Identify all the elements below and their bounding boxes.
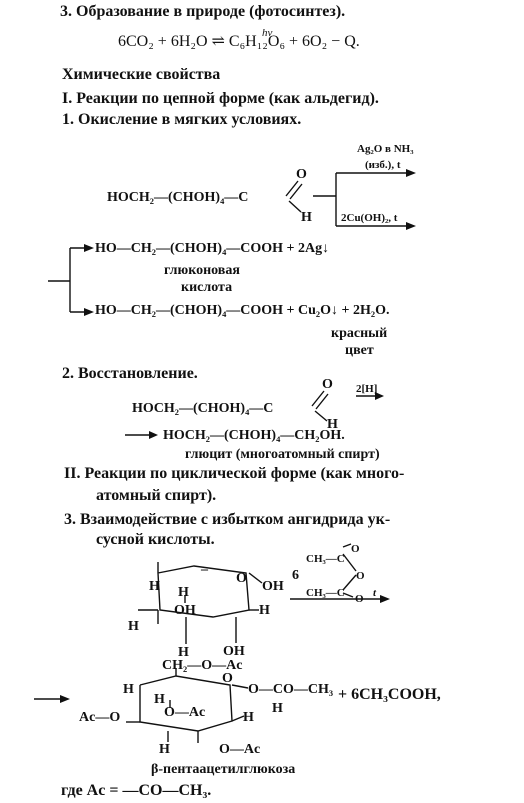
ring-minus-sign: –: [201, 562, 208, 577]
gluconic-acid-product: HO—CH₂—(CHOH)₄—COOH + 2Ag↓: [95, 241, 330, 256]
ring-oh-anomeric: OH: [262, 579, 284, 594]
glucitol-arrow-head: [149, 431, 158, 439]
gluconic-acid-name-2: кислота: [181, 280, 233, 295]
product-name: β-пентаацетилглюкоза: [151, 762, 296, 777]
anhydride-o-top: O: [351, 543, 360, 555]
anhydride-o-bridge: O: [356, 570, 365, 582]
acylation-heading-1: 3. Взаимодействие с избытком ангидрида у…: [64, 511, 391, 528]
anhydride-temperature: t: [373, 587, 377, 599]
ring-h-right: H: [259, 603, 270, 618]
aldehyde-ch-bond: [288, 200, 302, 213]
product-h-a: H: [123, 682, 134, 697]
ring-h-mid-top: H: [178, 585, 189, 600]
anhydride-co-top: [342, 543, 352, 548]
product-h-d: H: [159, 742, 170, 757]
photosynthesis-equation: 6CO₂ + 6H₂O ⇌ C₆H₁₂O₆ + 6O₂ − Q.: [118, 33, 360, 50]
product-h-e: H: [272, 701, 283, 716]
reagent-silver-oxide: Ag₂O в NH₃: [357, 143, 414, 155]
reduction-reagent: 2[H]: [356, 383, 378, 395]
product-h-b: H: [154, 692, 165, 707]
reduction-heading: 2. Восстановление.: [62, 365, 198, 382]
reduction-double-bond-2: [315, 393, 329, 410]
glucopyranose-ring: [157, 565, 250, 618]
section-title-formation: 3. Образование в природе (фотосинтез).: [60, 3, 346, 20]
glucitol-formula: HOCH₂—(CHOH)₄—CH₂OH.: [163, 428, 345, 443]
product-ac-o-left: Ac—O: [79, 710, 121, 725]
product-c1-h-bond: [231, 715, 245, 722]
product-arrow-head: [60, 695, 70, 703]
ring-oxygen: O: [236, 571, 247, 586]
product-h-c: H: [243, 710, 254, 725]
anhydride-co-bottom: [342, 592, 354, 598]
arrow-silver-head: [406, 169, 416, 177]
ring-h-bottom: H: [178, 645, 189, 660]
product-ring-oxygen: O: [222, 671, 233, 686]
ring-h-left: H: [128, 619, 139, 634]
aldehyde-oxygen: O: [296, 167, 307, 182]
photosynthesis-hv: hν: [262, 27, 273, 39]
oxidation-heading: 1. Окисление в мягких условиях.: [62, 111, 302, 128]
product-c1-acetate-bond: [231, 684, 249, 689]
cyclic-form-heading-2: атомный спирт).: [96, 487, 217, 504]
cyclic-form-heading-1: II. Реакции по циклической форме (как мн…: [64, 465, 405, 482]
arrow-product2-head: [84, 308, 94, 316]
aldehyde-double-bond-2: [289, 183, 303, 200]
reduction-double-bond-1: [311, 390, 325, 407]
product-ch2oac: CH₂—O—Ac: [162, 658, 243, 673]
reduction-glucose-chain: HOCH₂—(CHOH)₄—C: [132, 401, 274, 416]
anhydride-arrow-head: [380, 595, 390, 603]
ring-oh-bottom: OH: [223, 644, 245, 659]
pentaacetyl-ring: [139, 675, 233, 732]
reduction-ch-bond: [314, 410, 328, 422]
cu2o-color-note-2: цвет: [345, 343, 374, 358]
arrow-copper-head: [406, 222, 416, 230]
chemical-properties-heading: Химические свойства: [62, 66, 221, 83]
reduction-aldehyde-hydrogen: H: [327, 417, 338, 432]
gluconic-acid-name-1: глюконовая: [164, 263, 240, 278]
cu2o-color-note-1: красный: [331, 326, 388, 341]
arrow-product1-head: [84, 244, 94, 252]
product-o-ac-mid: O—Ac: [164, 705, 206, 720]
product-o-ac-bottom: O—Ac: [219, 742, 261, 757]
aldehyde-hydrogen: H: [301, 210, 312, 225]
ring-h-left-top: H: [149, 579, 160, 594]
anhydride-ch3-bottom: CH₃—C: [306, 587, 345, 599]
acylation-heading-2: сусной кислоты.: [96, 531, 215, 548]
product-anomeric-acetate: O—CO—CH₃: [248, 682, 334, 697]
glucose-chain-formula: HOCH₂—(CHOH)₄—C: [107, 190, 249, 205]
reduction-arrow-head: [375, 392, 384, 400]
acetic-acid-byproduct: + 6CH₃COOH,: [338, 686, 441, 703]
anhydride-coefficient: 6: [292, 568, 299, 583]
glucitol-name: глюцит (многоатомный спирт): [185, 447, 380, 462]
aldehyde-double-bond-1: [285, 180, 299, 197]
reagent-silver-condition: (изб.), t: [365, 159, 401, 171]
anhydride-bridge-bottom: [342, 574, 357, 591]
ring-c1-oh-bond: [248, 572, 263, 584]
reduction-aldehyde-oxygen: O: [322, 377, 333, 392]
anhydride-bridge-top: [342, 553, 357, 572]
acetyl-definition: где Ac = —CO—CH₃.: [61, 782, 212, 799]
copper-oxide-product: HO—CH₂—(CHOH)₄—COOH + Cu₂O↓ + 2H₂O.: [95, 303, 390, 318]
reagent-copper-hydroxide: 2Cu(OH)₂, t: [341, 212, 398, 224]
anhydride-ch3-top: CH₃—C: [306, 553, 345, 565]
chain-form-heading: I. Реакции по цепной форме (как альдегид…: [62, 90, 379, 107]
